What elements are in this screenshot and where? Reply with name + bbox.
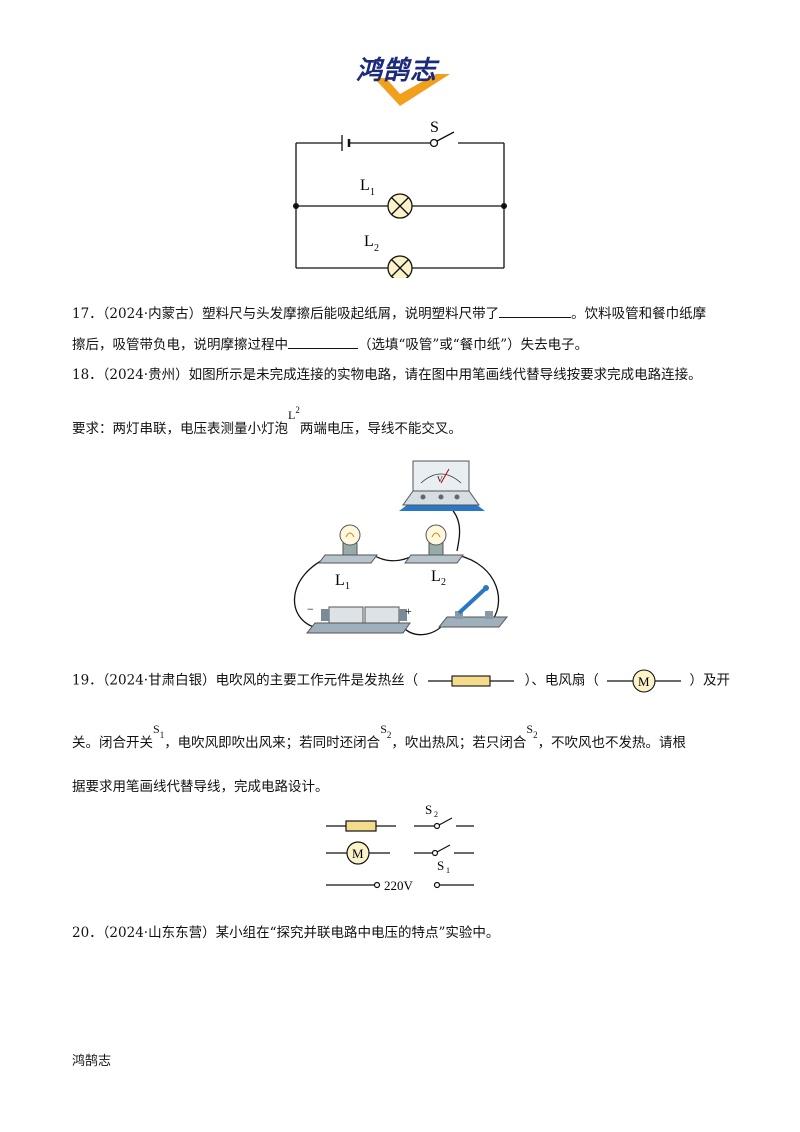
figure-parallel-circuit: S L 1 L 2 [293,119,507,278]
battery-minus: − [307,602,314,616]
switch-s2-symbol-2: S [526,722,534,736]
q17-text-d: （选填“吸管”或“餐巾纸”）失去电子。 [358,337,589,353]
q17-text-a: 17．（2024·内蒙古）塑料尺与头发摩擦后能吸起纸屑，说明塑料尺带了 [72,306,500,322]
q17-text-c: 擦后，吸管带负电，说明摩擦过程中 [72,337,288,353]
question-17-line-2: 擦后，吸管带负电，说明摩擦过程中 （选填“吸管”或“餐巾纸”）失去电子。 [72,334,588,356]
s2-label: S [425,802,432,817]
switch-s2-symbol: S [380,722,387,736]
q17-text-b: 。饮料吸管和餐巾纸摩 [571,306,707,322]
answer-blank-2[interactable] [288,335,358,349]
switch-s2-sub-2: 2 [533,730,538,740]
switch-label: S [430,119,439,136]
motor-label: M [352,846,364,861]
lamp1-label: L [360,177,370,194]
s1-label: S [437,858,444,873]
lamp-symbol-sub: 2 [295,405,300,415]
lamp2-sub: 2 [374,243,379,254]
lamp1-label: L [335,572,345,589]
resistor-icon [428,675,515,687]
lamp1-sub: 1 [345,581,350,592]
figure-components: S 2 M S 1 220V [326,802,474,893]
logo-check-icon [374,74,450,106]
lamp1-sub: 1 [370,187,375,198]
motor-icon: M [607,669,682,693]
switch-s1-sub: 1 [159,730,165,740]
motor-symbol: M [638,674,650,689]
knife-switch [437,585,509,628]
lamp2-label: L [431,568,441,585]
figure-real-circuit: V L 1 L 2 − + [294,460,509,636]
question-17-line-1: 17．（2024·内蒙古）塑料尺与头发摩擦后能吸起纸屑，说明塑料尺带了 。饮料吸管… [72,303,706,325]
answer-blank-1[interactable] [499,304,572,318]
q19-text-d: 关。闭合开关 [72,735,153,751]
lamp-symbol: L [288,408,296,422]
battery-holder [305,606,411,634]
voltage-label: 220V [384,878,414,893]
s2-sub: 2 [434,810,438,819]
question-19-line-2: 关。闭合开关S1，电吹风即吹出风来；若同时还闭合S2，吹出热风；若只闭合S2，不… [72,722,687,755]
question-18-line-2: 要求：两灯串联，电压表测量小灯泡L2 两端电压，导线不能交叉。 [72,405,462,441]
meter-label: V [437,475,443,484]
question-19-line-1: 19．（2024·甘肃白银）电吹风的主要工作元件是发热丝（ ）、电风扇（ M ）… [72,668,730,694]
q19-text-b: ）、电风扇（ [524,672,599,689]
q19-text-g: ，不吹风也不发热。请根 [537,735,687,751]
lamp2-holder [404,524,464,564]
logo-text: 鸿鹄志 [356,56,438,86]
q19-text-c: ）及开 [689,672,731,689]
q18-text-b: 两端电压，导线不能交叉。 [299,421,462,437]
battery-plus: + [405,604,412,618]
page-footer: 鸿鹄志 [72,1054,112,1069]
question-19-line-3: 据要求用笔画线代替导线，完成电路设计。 [72,779,329,795]
q19-text-a: 19．（2024·甘肃白银）电吹风的主要工作元件是发热丝（ [72,672,419,689]
q19-text-f: ，吹出热风；若只闭合 [391,735,527,751]
question-20-line-1: 20．（2024·山东东营）某小组在“探究并联电路中电压的特点”实验中。 [72,925,500,941]
lamp1-holder [318,524,378,564]
lamp2-label: L [364,233,374,250]
switch-s1-symbol: S [153,722,160,736]
voltmeter: V [399,460,485,511]
question-18-line-1: 18．（2024·贵州）如图所示是未完成连接的实物电路，请在图中用笔画线代替导线… [72,367,702,383]
switch-s2-sub: 2 [386,730,392,740]
q19-text-e: ，电吹风即吹出风来；若同时还闭合 [164,735,381,751]
brand-logo: 鸿鹄志 [352,54,472,110]
s1-sub: 1 [446,866,450,875]
q18-text-a: 要求：两灯串联，电压表测量小灯泡 [72,421,288,437]
lamp2-sub: 2 [441,577,446,588]
